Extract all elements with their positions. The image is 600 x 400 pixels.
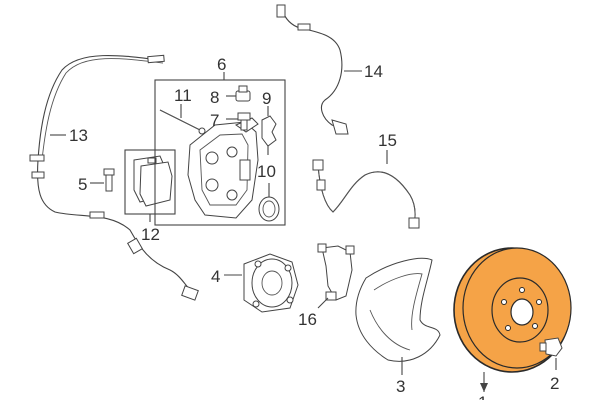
rotor-center-bore xyxy=(510,298,534,326)
callout-4: 4 xyxy=(211,267,220,286)
callout-7: 7 xyxy=(210,111,219,130)
callout-3: 3 xyxy=(396,377,405,396)
part-16-bracket xyxy=(317,243,355,301)
part-2-screw xyxy=(539,337,563,357)
rotor-lug-hole xyxy=(501,299,507,305)
part-5-bolt xyxy=(103,168,115,192)
callout-8: 8 xyxy=(210,88,219,107)
rotor-lug-hole xyxy=(532,323,538,329)
part-15-brake-hose xyxy=(312,159,420,229)
part-1-brake-rotor xyxy=(453,247,572,373)
part-9-wear-sensor xyxy=(261,115,277,155)
callout-12: 12 xyxy=(141,225,160,244)
callout-5: 5 xyxy=(78,175,87,194)
part-11-guide-pin xyxy=(159,109,206,135)
part-4-wheel-hub xyxy=(243,253,299,313)
leader-16 xyxy=(317,297,329,309)
callout-1: 1 xyxy=(478,393,487,400)
leader-1-arrow xyxy=(480,383,488,392)
rotor-lug-hole xyxy=(536,299,542,305)
callout-10: 10 xyxy=(257,162,276,181)
part-6-caliper xyxy=(187,117,259,219)
part-3-dust-shield xyxy=(355,257,441,362)
callout-9: 9 xyxy=(262,89,271,108)
part-13-abs-sensor-wire xyxy=(29,54,199,301)
callout-15: 15 xyxy=(378,131,397,150)
part-12-brake-pads xyxy=(133,155,173,207)
part-6-box xyxy=(154,79,286,226)
part-7-bleeder-screw xyxy=(237,112,251,131)
callout-13: 13 xyxy=(69,126,88,145)
rotor-lug-hole xyxy=(505,325,511,331)
callout-14: 14 xyxy=(364,62,383,81)
callout-2: 2 xyxy=(550,374,559,393)
callout-16: 16 xyxy=(298,310,317,329)
part-14-wear-sensor-wire xyxy=(276,4,349,135)
part-10-seal-ring xyxy=(258,196,280,222)
callout-6: 6 xyxy=(217,55,226,74)
part-8-bleeder-cap xyxy=(235,85,251,102)
callout-11: 11 xyxy=(174,86,192,105)
rotor-lug-hole xyxy=(519,287,525,293)
